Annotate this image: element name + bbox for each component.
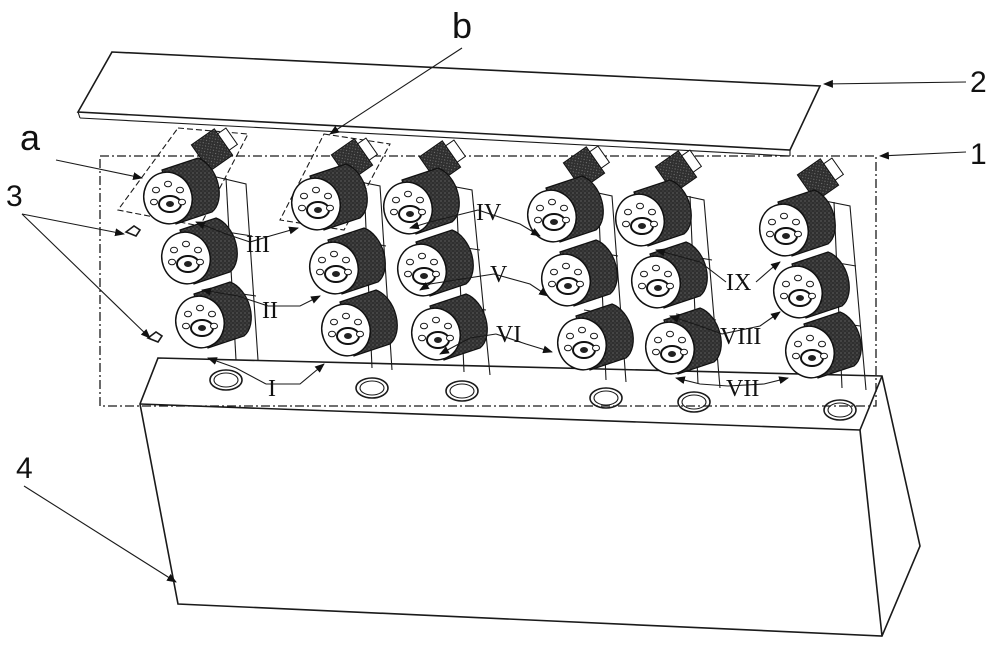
roller (411, 293, 488, 361)
motors (190, 127, 845, 202)
roller-leader-lines (195, 209, 789, 387)
label-1: 1 (970, 138, 987, 171)
roller (773, 251, 850, 319)
roller (321, 289, 398, 357)
label-4: 4 (16, 452, 33, 485)
label-roller-IV: IV (476, 200, 502, 226)
roller (175, 281, 252, 349)
roller (759, 189, 836, 257)
roller (309, 227, 386, 295)
label-roller-II: II (262, 298, 278, 324)
label-3: 3 (6, 180, 23, 213)
motor (796, 157, 845, 202)
roller (291, 163, 368, 231)
roller (785, 311, 862, 379)
label-2: 2 (970, 66, 987, 99)
label-a: a (20, 117, 41, 158)
label-roller-VI: VI (496, 322, 521, 348)
motor (654, 149, 703, 194)
motor (562, 145, 611, 190)
motor (330, 137, 379, 182)
label-roller-I: I (268, 376, 276, 402)
roller (161, 217, 238, 285)
label-roller-VIII: VIII (720, 324, 761, 350)
roller (527, 175, 604, 243)
motor (190, 127, 239, 172)
hooks (124, 225, 164, 343)
leader-lines (21, 47, 967, 583)
roller (645, 307, 722, 375)
label-b: b (452, 5, 472, 46)
roller (557, 303, 634, 371)
roller (631, 241, 708, 309)
label-roller-III: III (246, 232, 270, 258)
label-roller-V: V (490, 262, 508, 288)
tank-holes (209, 369, 857, 421)
label-roller-IX: IX (726, 270, 751, 296)
base-tank (139, 357, 921, 637)
roller (383, 167, 460, 235)
top-cover-plate (76, 51, 822, 157)
roller (143, 157, 220, 225)
roller (541, 239, 618, 307)
motor (418, 139, 467, 184)
roller (615, 179, 692, 247)
assembly-boundary-box (99, 155, 877, 407)
label-roller-VII: VII (726, 376, 759, 402)
